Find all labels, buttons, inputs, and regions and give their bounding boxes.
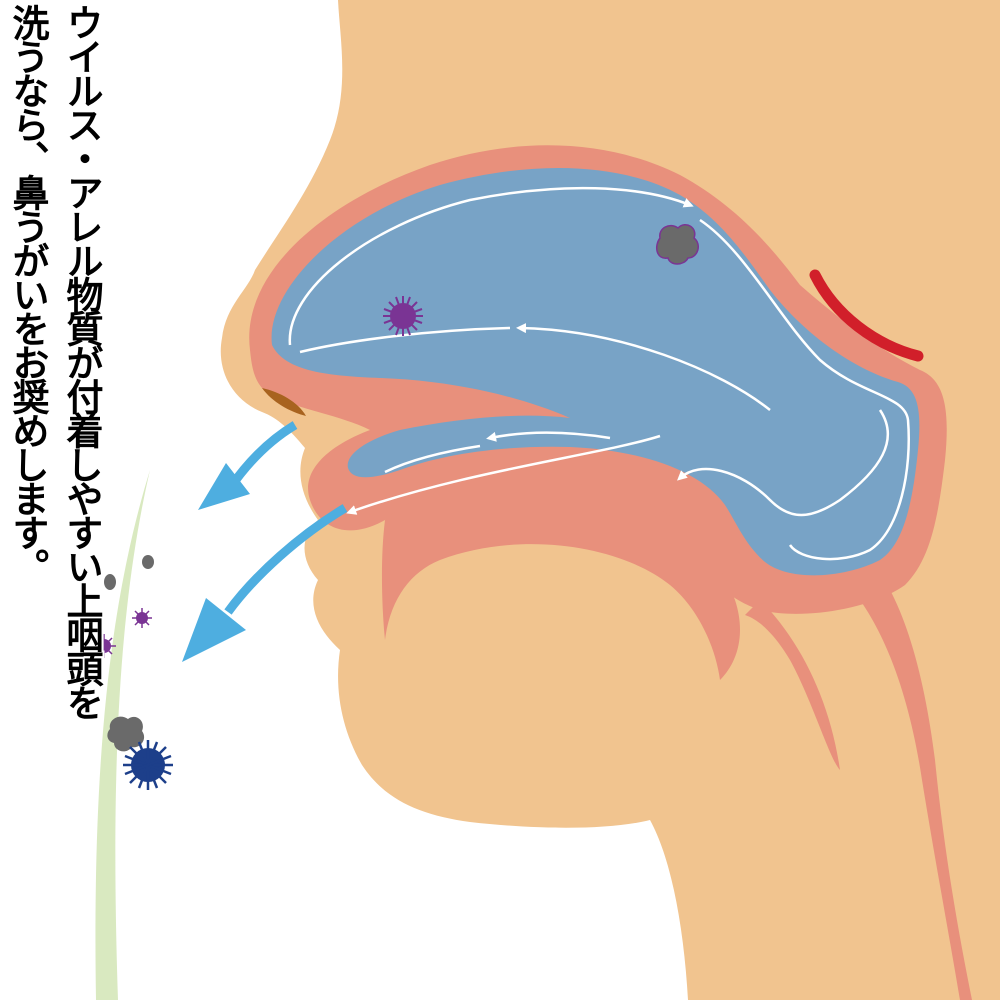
- outflow-arrow-mouth-head: [182, 598, 246, 662]
- virus-icon: [383, 296, 423, 336]
- nasal-cavity: [271, 168, 920, 576]
- flow-line-lower-1: [677, 409, 890, 517]
- allergen-particle-icon: [142, 555, 154, 569]
- caption-line-2: 洗うなら、鼻うがいをお奨めします。: [6, 4, 49, 582]
- spray-drift: [95, 470, 150, 1000]
- nasopharynx-highlight: [809, 269, 924, 362]
- allergen-particle-icon: [107, 716, 145, 752]
- outflow-arrow-nose: [226, 421, 298, 491]
- flow-line-lower-3: [346, 434, 661, 515]
- virus-icon: [92, 634, 116, 658]
- flow-line-upper: [288, 186, 694, 346]
- flow-line-lower-2: [486, 431, 611, 442]
- flow-line-descend: [699, 218, 910, 561]
- virus-icon: [132, 608, 152, 628]
- throat-tissue: [860, 560, 972, 1000]
- soft-palate: [745, 600, 840, 770]
- palate-tissue: [381, 479, 740, 680]
- nostril: [262, 388, 306, 416]
- caption-line-1: ウイルス・アレル物質が付着しやすい上咽頭を: [60, 4, 103, 718]
- flow-line-return-upper: [516, 323, 771, 411]
- flow-line-inner: [299, 326, 511, 354]
- allergen-particle-icon: [655, 224, 699, 265]
- outflow-arrow-nose-head: [198, 463, 250, 510]
- outflow-arrow-mouth: [224, 504, 348, 615]
- allergen-particle-icon: [104, 574, 116, 590]
- virus-icon: [123, 740, 173, 790]
- flow-line-exit: [384, 444, 481, 474]
